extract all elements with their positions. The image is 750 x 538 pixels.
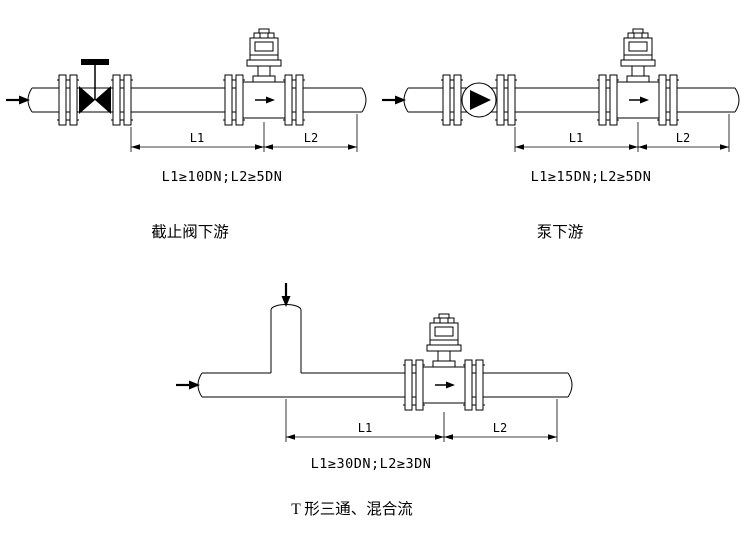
diagram-caption: 泵下游	[537, 223, 584, 241]
diagram-valve-downstream: L1 L2 L1≥10DN;L2≥5DN 截止阀下游	[4, 29, 367, 241]
pipe	[403, 87, 740, 113]
dim-arrowhead	[285, 433, 296, 441]
flow-arrow-icon	[380, 94, 408, 106]
l2-label: L2	[493, 421, 507, 435]
dim-arrowhead	[254, 143, 265, 151]
dim-arrowhead	[514, 143, 525, 151]
dim-arrowhead	[443, 433, 454, 441]
diagram-caption: T 形三通、混合流	[291, 500, 413, 518]
dimension-chain	[130, 114, 358, 152]
l1-label: L1	[358, 421, 372, 435]
pipe	[27, 87, 367, 113]
dimension-chain	[514, 114, 730, 152]
diagram-tee-mixed-flow: L1 L2 L1≥30DN;L2≥3DN T 形三通、混合流	[174, 281, 573, 518]
dim-arrowhead	[263, 143, 274, 151]
down-flow-arrow-icon	[280, 281, 292, 309]
dim-arrowhead	[434, 433, 445, 441]
spacing-formula: L1≥30DN;L2≥3DN	[311, 456, 432, 472]
pump	[461, 82, 497, 118]
pipe-break-right	[734, 87, 740, 113]
flange-pair	[56, 74, 80, 126]
flowmeter	[597, 29, 679, 125]
spacing-formula: L1≥15DN;L2≥5DN	[531, 169, 652, 185]
spacing-formula: L1≥10DN;L2≥5DN	[162, 169, 283, 185]
branch-pipe	[270, 304, 302, 373]
dim-arrowhead	[130, 143, 141, 151]
pipe-break-right	[361, 87, 367, 113]
dim-arrowhead	[637, 143, 648, 151]
l2-label: L2	[676, 131, 690, 145]
flow-arrow-icon	[4, 94, 32, 106]
flowmeter	[223, 29, 305, 125]
l1-label: L1	[569, 131, 583, 145]
shutoff-valve	[78, 58, 112, 115]
pipe	[197, 372, 573, 398]
flow-arrow-icon	[174, 379, 202, 391]
pipe-break-right	[567, 372, 573, 398]
flange-pair	[440, 74, 464, 126]
flange-pair	[494, 74, 518, 126]
dim-arrowhead	[347, 143, 358, 151]
dimension-chain	[285, 399, 558, 442]
flange-pair	[110, 74, 134, 126]
dim-arrowhead	[719, 143, 730, 151]
diagram-caption: 截止阀下游	[151, 223, 229, 241]
dim-arrowhead	[547, 433, 558, 441]
diagram-pump-downstream: L1 L2 L1≥15DN;L2≥5DN 泵下游	[380, 29, 740, 241]
flowmeter	[403, 314, 485, 410]
l2-label: L2	[304, 131, 318, 145]
dim-arrowhead	[628, 143, 639, 151]
l1-label: L1	[190, 131, 204, 145]
